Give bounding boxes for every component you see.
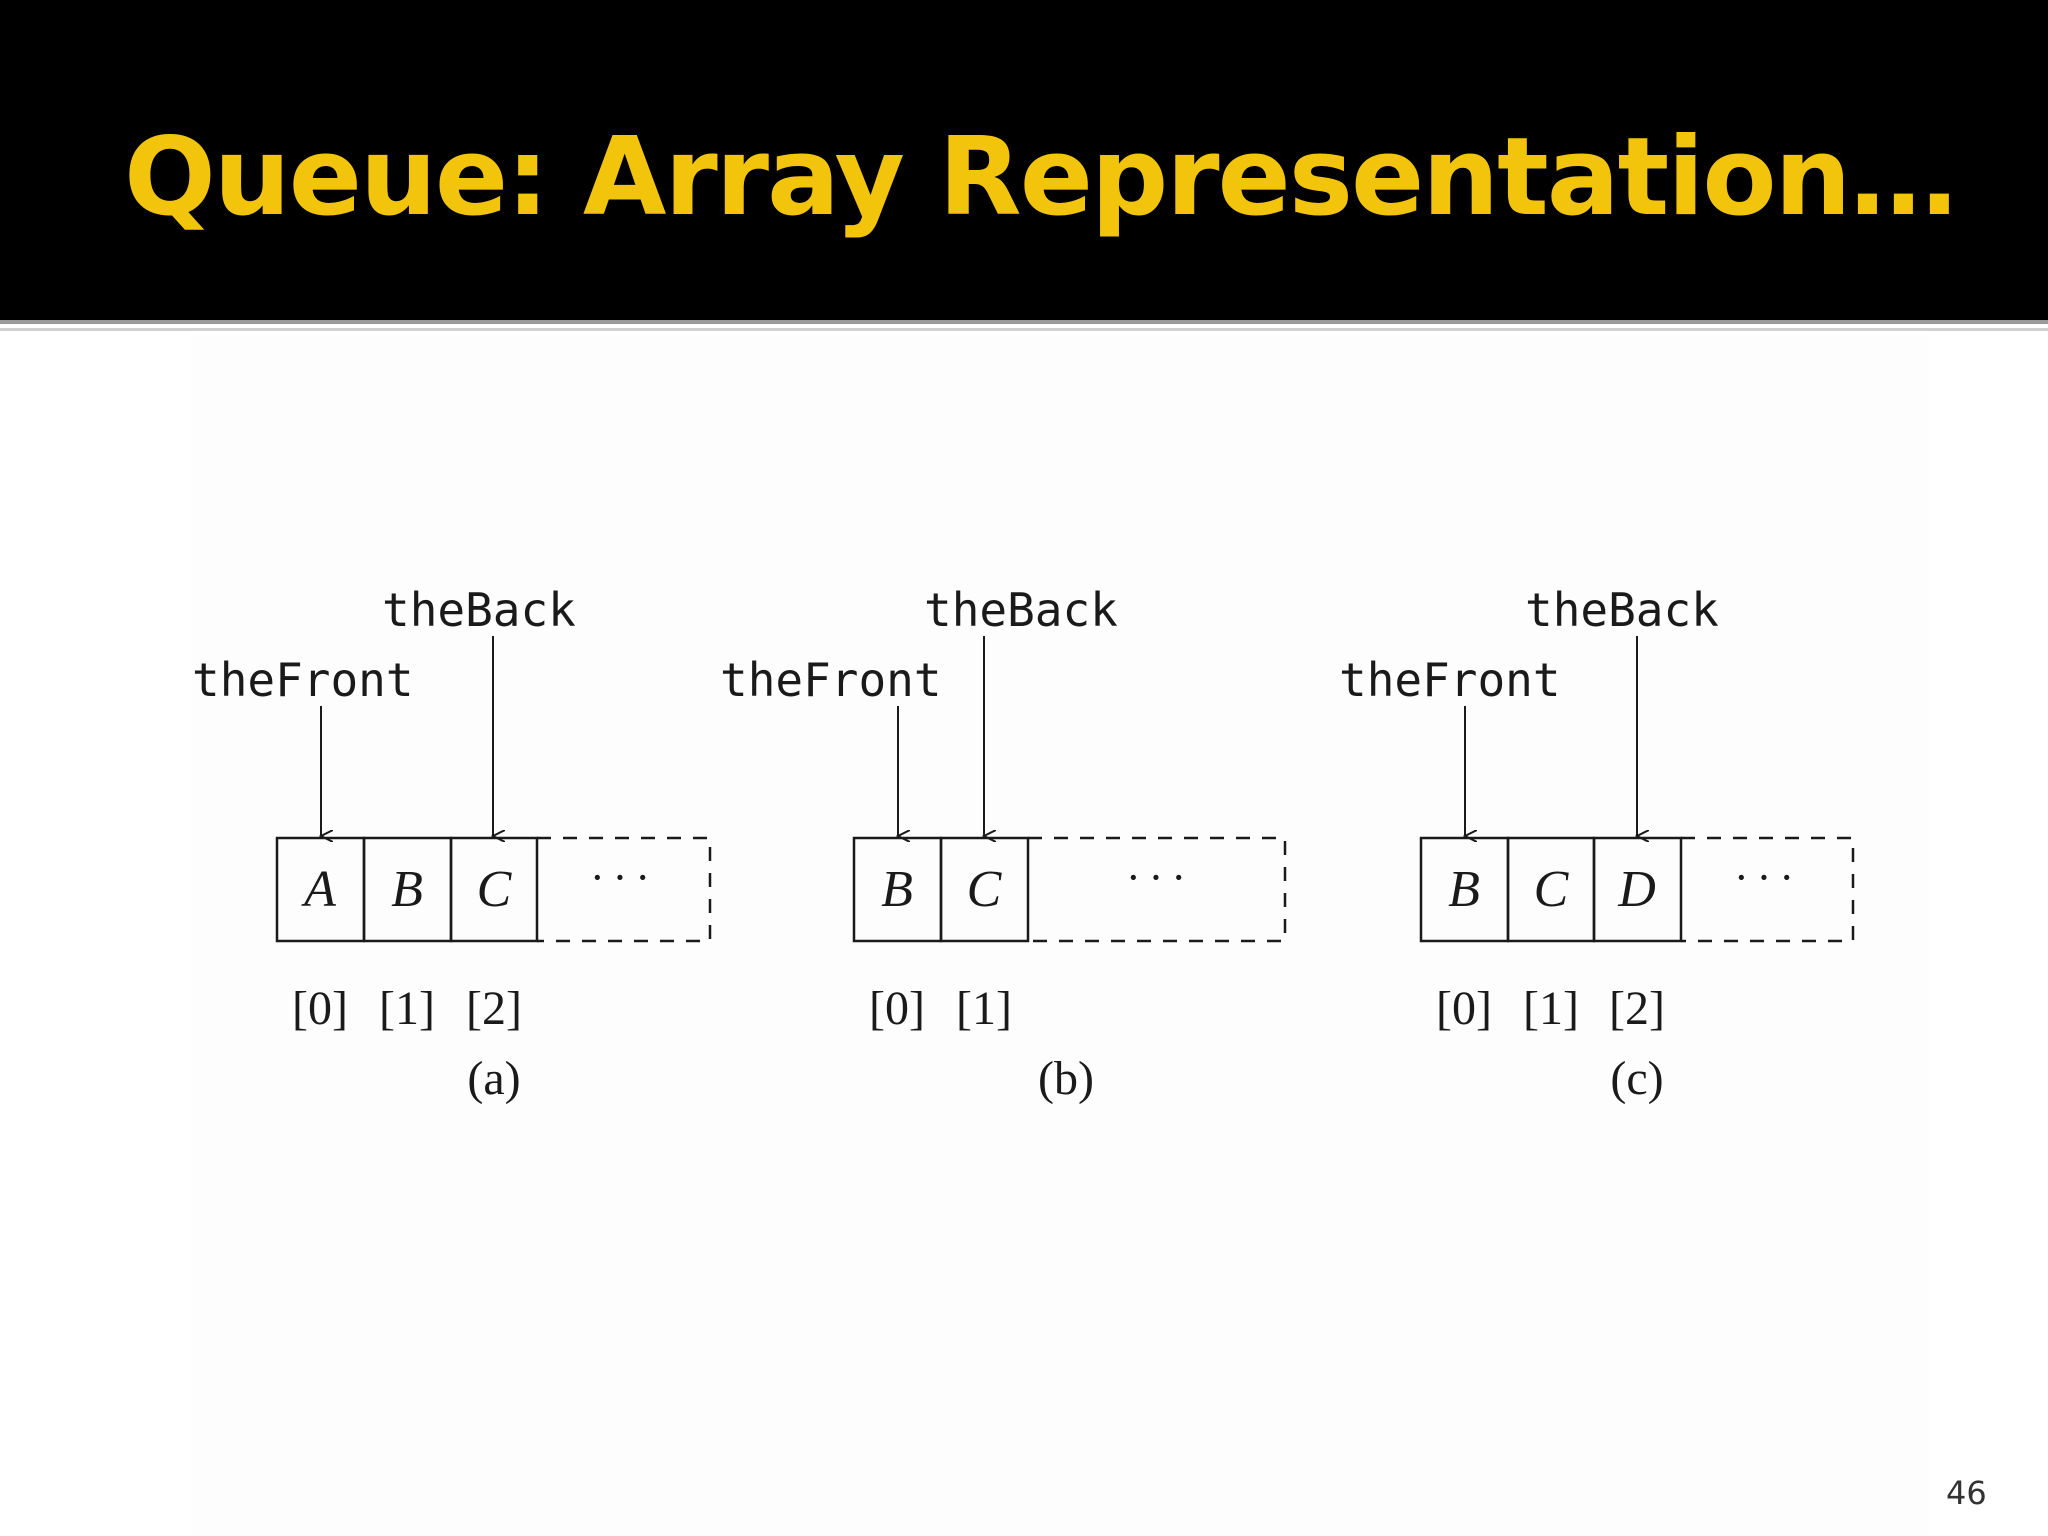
diagram-a: theBack theFront A B C ··· [0] [1] [2] (… (192, 583, 712, 1105)
diagram-a-index-2: [2] (466, 982, 522, 1035)
diagram-a-caption: (a) (467, 1052, 520, 1105)
title-bar (0, 0, 2048, 320)
title-divider-shadow (0, 328, 2048, 331)
diagram-a-cell-2-value: C (477, 861, 513, 918)
diagram-b-cell-0-value: B (881, 861, 913, 918)
diagram-a-cell-2 (449, 836, 539, 943)
diagram-c-unused-region (1681, 836, 1855, 943)
diagram-c-front-label: theFront (1339, 653, 1561, 707)
diagram-c-cell-0-value: B (1448, 861, 1480, 918)
diagram-a-unused-region (537, 836, 712, 943)
diagram-a-index-1: [1] (379, 982, 435, 1035)
slide-title: Queue: Array Representation… (124, 115, 1957, 240)
diagram-c-cell-2-value: D (1617, 861, 1656, 918)
title-divider (0, 320, 2048, 324)
diagram-c-back-label: theBack (1525, 583, 1719, 637)
diagram-b-index-1: [1] (956, 982, 1012, 1035)
diagram-c-index-1: [1] (1523, 982, 1579, 1035)
diagram-c-index-0: [0] (1436, 982, 1492, 1035)
diagram-b-index-0: [0] (869, 982, 925, 1035)
diagram-a-cell-1-value: B (391, 861, 423, 918)
diagram-a-cell-0-value: A (301, 861, 336, 918)
diagram-b-front-label: theFront (720, 653, 942, 707)
diagram-b-cell-1-value: C (967, 861, 1003, 918)
diagram-b-ellipsis: ··· (1126, 853, 1194, 902)
diagram-c-caption: (c) (1610, 1052, 1663, 1105)
figure-area (190, 335, 1930, 1536)
diagram-b-cell-1 (939, 836, 1030, 943)
diagram-a-back-label: theBack (382, 583, 576, 637)
diagram-a-index-0: [0] (292, 982, 348, 1035)
page-number: 46 (1946, 1474, 1987, 1512)
diagram-c: theBack theFront B C D ··· [0] [1] [2] (… (1339, 583, 1855, 1105)
diagram-c-cell-1-value: C (1534, 861, 1570, 918)
diagram-c-ellipsis: ··· (1734, 853, 1802, 902)
diagram-b-caption: (b) (1038, 1052, 1094, 1105)
diagram-c-cell-2 (1592, 836, 1683, 943)
diagram-c-index-2: [2] (1609, 982, 1665, 1035)
diagram-b: theBack theFront B C ··· [0] [1] (b) (720, 583, 1287, 1105)
diagram-a-ellipsis: ··· (590, 853, 658, 902)
diagram-a-front-label: theFront (192, 653, 414, 707)
diagram-b-back-label: theBack (924, 583, 1118, 637)
